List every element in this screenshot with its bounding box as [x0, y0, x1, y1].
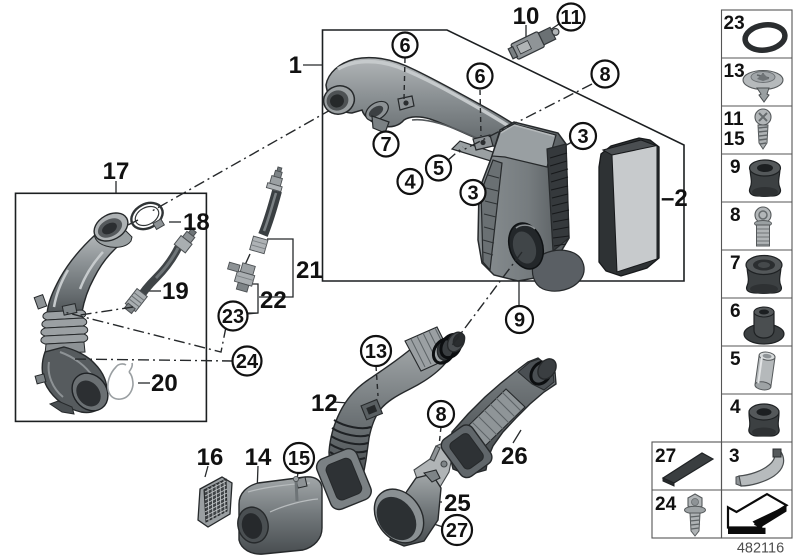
svg-text:25: 25 — [444, 490, 471, 517]
svg-text:6: 6 — [399, 35, 410, 57]
svg-text:26: 26 — [501, 443, 528, 470]
svg-text:9: 9 — [514, 310, 525, 332]
svg-text:27: 27 — [446, 520, 468, 542]
svg-text:24: 24 — [655, 494, 677, 515]
svg-text:14: 14 — [245, 444, 272, 471]
svg-text:10: 10 — [513, 3, 540, 30]
svg-text:15: 15 — [724, 129, 746, 150]
svg-text:11: 11 — [724, 109, 745, 130]
svg-text:–2: –2 — [661, 185, 688, 212]
svg-text:4: 4 — [730, 397, 741, 418]
svg-text:5: 5 — [730, 349, 741, 370]
svg-text:4: 4 — [404, 172, 416, 194]
svg-text:17: 17 — [103, 158, 130, 185]
svg-text:23: 23 — [222, 306, 244, 328]
svg-text:8: 8 — [435, 404, 446, 426]
svg-text:20: 20 — [151, 370, 178, 397]
svg-text:15: 15 — [288, 448, 310, 470]
svg-text:11: 11 — [560, 7, 581, 29]
svg-text:6: 6 — [730, 301, 741, 322]
svg-text:3: 3 — [729, 446, 740, 467]
svg-text:8: 8 — [730, 205, 741, 226]
svg-text:12: 12 — [311, 390, 338, 417]
svg-text:3: 3 — [577, 126, 588, 148]
svg-text:24: 24 — [236, 351, 259, 373]
svg-text:482116: 482116 — [737, 541, 784, 557]
svg-text:7: 7 — [380, 134, 391, 156]
svg-text:7: 7 — [730, 253, 741, 274]
svg-text:5: 5 — [433, 158, 444, 180]
svg-text:3: 3 — [467, 183, 478, 205]
svg-text:23: 23 — [724, 13, 745, 34]
svg-text:18: 18 — [183, 209, 210, 236]
svg-text:16: 16 — [197, 444, 224, 471]
svg-text:27: 27 — [655, 446, 676, 467]
svg-text:21: 21 — [296, 257, 323, 284]
svg-text:6: 6 — [474, 66, 485, 88]
svg-text:19: 19 — [162, 278, 189, 305]
svg-text:13: 13 — [365, 341, 387, 363]
svg-text:22: 22 — [260, 287, 287, 314]
svg-text:13: 13 — [724, 61, 745, 82]
svg-text:1: 1 — [289, 52, 302, 79]
svg-text:9: 9 — [730, 157, 741, 178]
svg-text:8: 8 — [599, 64, 610, 86]
